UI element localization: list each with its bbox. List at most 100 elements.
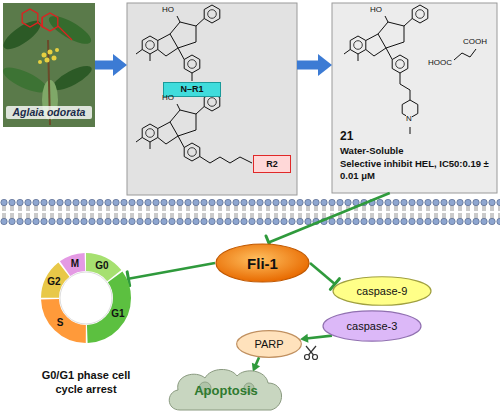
connector-line bbox=[269, 193, 390, 242]
arrow-head bbox=[252, 363, 260, 372]
text-slot: Aglaia odorata bbox=[6, 106, 92, 119]
cycle-segment bbox=[50, 262, 122, 334]
cycle-segment bbox=[50, 262, 122, 334]
node-label: Fli-1 bbox=[247, 255, 278, 272]
bond bbox=[170, 22, 196, 48]
text-slot: G1 bbox=[108, 307, 128, 321]
text-center: PARP bbox=[236, 330, 302, 358]
bond bbox=[150, 54, 151, 61]
cycle-segment bbox=[50, 262, 122, 334]
cycle-segment bbox=[50, 262, 122, 334]
connector-line bbox=[297, 60, 321, 69]
structure-top bbox=[136, 5, 220, 81]
panel-ground bbox=[332, 3, 497, 193]
atom-label: HO bbox=[162, 5, 174, 15]
phase-label: G0 bbox=[92, 259, 112, 273]
bond bbox=[410, 127, 411, 134]
bond bbox=[150, 142, 151, 149]
panel-ground bbox=[127, 3, 297, 195]
text-center: Apoptosis bbox=[165, 366, 287, 414]
leaf bbox=[0, 63, 50, 98]
text-slot: Water-Soluble bbox=[340, 145, 490, 157]
protein-ellipse: PARP bbox=[236, 330, 302, 358]
text-center: Fli-1 bbox=[215, 243, 310, 283]
connector-line bbox=[306, 336, 332, 339]
text-center: caspase-3 bbox=[322, 310, 422, 342]
flow-arrow bbox=[95, 54, 127, 76]
text-slot: Selective inhibit HEL, IC50:0.19 ± 0.01 … bbox=[340, 158, 492, 182]
flower-cluster bbox=[38, 48, 59, 64]
label-box: COOH bbox=[463, 37, 487, 47]
inhibition-line bbox=[266, 193, 390, 249]
ring bbox=[204, 5, 220, 23]
atom-label: HO bbox=[370, 5, 382, 15]
ring bbox=[350, 36, 366, 54]
bond bbox=[378, 22, 404, 48]
plant-photo-panel: Aglaia odorata bbox=[3, 3, 95, 127]
flow-arrow bbox=[297, 54, 332, 76]
property-note: Water-Soluble bbox=[340, 145, 490, 157]
structure-bottom bbox=[136, 93, 252, 163]
substituent-box: R2 bbox=[253, 155, 291, 173]
compound-panel: 21Water-SolubleSelective inhibit HEL, IC… bbox=[332, 3, 497, 193]
node-label: PARP bbox=[254, 338, 283, 350]
bond bbox=[344, 50, 350, 55]
ellipse-shape bbox=[216, 244, 309, 282]
species-name: Aglaia odorata bbox=[6, 106, 92, 119]
structure-overlay bbox=[38, 18, 42, 27]
activity-note: Selective inhibit HEL, IC50:0.19 ± 0.01 … bbox=[340, 158, 492, 182]
structure-overlay bbox=[42, 13, 58, 31]
node-label: caspase-9 bbox=[357, 285, 408, 297]
ring bbox=[142, 36, 158, 54]
bond bbox=[170, 110, 196, 136]
protein-ellipse: caspase-9 bbox=[332, 276, 432, 306]
bond bbox=[192, 73, 193, 81]
bond bbox=[200, 157, 252, 164]
text-slot: S bbox=[50, 316, 70, 330]
text-slot: G2 bbox=[44, 275, 64, 289]
ring bbox=[184, 143, 200, 161]
bond bbox=[196, 107, 204, 115]
bond bbox=[178, 48, 184, 60]
structure-overlay bbox=[58, 26, 72, 40]
cell-cycle: G0G1SG2MG0/G1 phase cell cycle arrest bbox=[28, 250, 144, 414]
arrow-head bbox=[318, 54, 332, 76]
scissors-icon bbox=[305, 346, 318, 360]
apoptosis-cloud: Apoptosis bbox=[165, 366, 287, 414]
bond bbox=[386, 48, 392, 60]
bond bbox=[404, 19, 412, 27]
label-box: N bbox=[406, 114, 412, 124]
text-slot: 21 bbox=[340, 129, 380, 143]
cloud-shape bbox=[169, 369, 281, 410]
phase-label: S bbox=[50, 316, 70, 330]
bond bbox=[158, 34, 178, 56]
text-center: caspase-9 bbox=[332, 276, 432, 306]
bond bbox=[136, 138, 142, 143]
bond bbox=[177, 104, 180, 110]
cycle-segment bbox=[50, 262, 122, 334]
protein-ellipse: caspase-3 bbox=[322, 310, 422, 342]
ring bbox=[184, 55, 200, 73]
phase-label: G1 bbox=[108, 307, 128, 321]
activation-arrow bbox=[300, 334, 332, 343]
label-box: HO bbox=[162, 93, 174, 103]
inhibition-line bbox=[310, 263, 339, 289]
phase-label: M bbox=[65, 257, 85, 271]
target-ellipse: Fli-1 bbox=[215, 243, 310, 283]
structure-overlay bbox=[22, 9, 38, 27]
compound-number: 21 bbox=[340, 129, 380, 143]
ellipse-shape bbox=[237, 331, 302, 358]
arrow-head bbox=[113, 54, 127, 76]
bond bbox=[366, 34, 386, 56]
atom-label: HO bbox=[162, 93, 174, 103]
connector-line bbox=[310, 263, 335, 284]
atom-label: N bbox=[406, 114, 412, 124]
label-box: HO bbox=[162, 5, 174, 15]
ring bbox=[412, 5, 428, 23]
bond bbox=[178, 136, 184, 148]
photo-ground bbox=[3, 3, 95, 127]
ellipse-shape bbox=[333, 277, 431, 306]
activation-arrow bbox=[252, 357, 260, 372]
node-label: Apoptosis bbox=[194, 383, 258, 398]
